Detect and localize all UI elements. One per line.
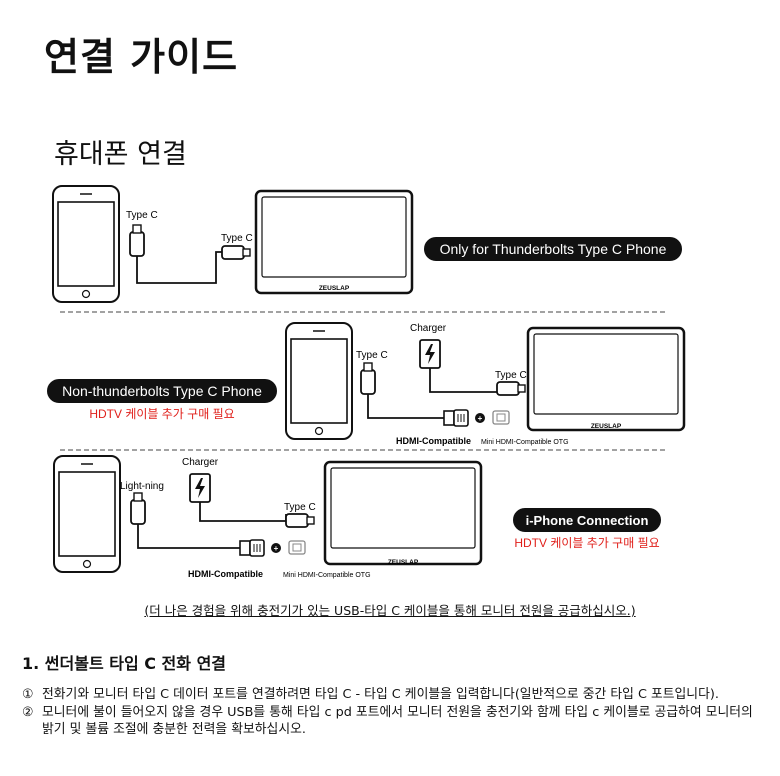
row2-warning: HDTV 케이블 추가 구매 필요 <box>89 407 234 421</box>
step-number: ② <box>22 705 34 720</box>
type-c-plug-icon <box>285 513 315 528</box>
monitor-brand: ZEUSLAP <box>591 423 622 430</box>
plus-icon <box>475 413 485 423</box>
monitor-brand: ZEUSLAP <box>388 559 419 566</box>
monitor-icon <box>254 189 414 295</box>
charger-icon <box>189 473 211 503</box>
charger-icon <box>419 339 441 369</box>
row1-badge: Only for Thunderbolts Type C Phone <box>440 241 667 257</box>
row3-badge: i-Phone Connection <box>526 513 649 528</box>
plus-icon <box>271 543 281 553</box>
plus-sign: + <box>478 414 483 423</box>
type-c-plug-icon <box>221 245 251 260</box>
phone-icon <box>53 455 121 573</box>
row2-badge: Non-thunderbolts Type C Phone <box>62 383 262 399</box>
plus-sign: + <box>274 544 279 553</box>
row1-type-c-label-monitor: Type C <box>221 233 253 244</box>
lightning-plug-icon <box>130 492 146 525</box>
row1-badge-bg <box>422 235 684 263</box>
row3-charger-label: Charger <box>182 457 219 468</box>
list-item: ① 전화기와 모니터 타입 C 데이터 포트를 연결하려면 타입 C - 타입 … <box>22 686 762 703</box>
row3-hdmi-label: HDMI-Compatible <box>188 569 263 579</box>
connection-diagram: Type C Type C ZEUSLAP Only for Thunderbo… <box>45 185 686 579</box>
hdmi-adapter-icon <box>239 539 265 557</box>
monitor-icon <box>323 460 483 566</box>
phone-icon <box>285 322 353 440</box>
row3-badge-bg <box>511 506 663 534</box>
hdmi-adapter-icon <box>443 409 469 427</box>
type-c-plug-icon <box>129 224 145 257</box>
row3-warning: HDTV 케이블 추가 구매 필요 <box>514 536 659 550</box>
row2-badge-bg <box>45 377 279 405</box>
type-c-plug-icon <box>360 362 376 395</box>
row2-type-c-label-monitor: Type C <box>495 370 527 381</box>
section-subtitle: 휴대폰 연결 <box>54 139 187 170</box>
phone-icon <box>52 185 120 303</box>
step-list: ① 전화기와 모니터 타입 C 데이터 포트를 연결하려면 타입 C - 타입 … <box>22 686 762 739</box>
page-title: 연결 가이드 <box>44 35 239 79</box>
monitor-brand: ZEUSLAP <box>319 285 350 292</box>
row1-type-c-label: Type C <box>126 210 158 221</box>
step-text: 모니터에 불이 들어오지 않을 경우 USB를 통해 타입 c pd 포트에서 … <box>42 705 753 737</box>
type-c-plug-icon <box>496 381 526 396</box>
row2-charger-label: Charger <box>410 323 447 334</box>
power-note-text: (더 나은 경험을 위해 충전기가 있는 USB-타입 C 케이블을 통해 모니… <box>144 603 636 618</box>
step-text: 전화기와 모니터 타입 C 데이터 포트를 연결하려면 타입 C - 타입 C … <box>42 687 719 702</box>
row3-type-c-label-monitor: Type C <box>284 502 316 513</box>
row2-type-c-label: Type C <box>356 350 388 361</box>
otg-adapter-icon <box>288 540 306 555</box>
row3-lightning-label: Light-ning <box>120 481 164 492</box>
power-note: (더 나은 경험을 위해 충전기가 있는 USB-타입 C 케이블을 통해 모니… <box>0 600 780 619</box>
row2-hdmi-label: HDMI-Compatible <box>396 436 471 446</box>
monitor-icon <box>526 326 686 432</box>
section-title: 1. 썬더볼트 타입 C 전화 연결 <box>22 654 227 673</box>
row2-otg-label: Mini HDMI-Compatible OTG <box>481 439 569 446</box>
step-number: ① <box>22 687 34 702</box>
list-item: ② 모니터에 불이 들어오지 않을 경우 USB를 통해 타입 c pd 포트에… <box>22 704 762 738</box>
otg-adapter-icon <box>492 410 510 425</box>
row3-otg-label: Mini HDMI-Compatible OTG <box>283 572 371 579</box>
